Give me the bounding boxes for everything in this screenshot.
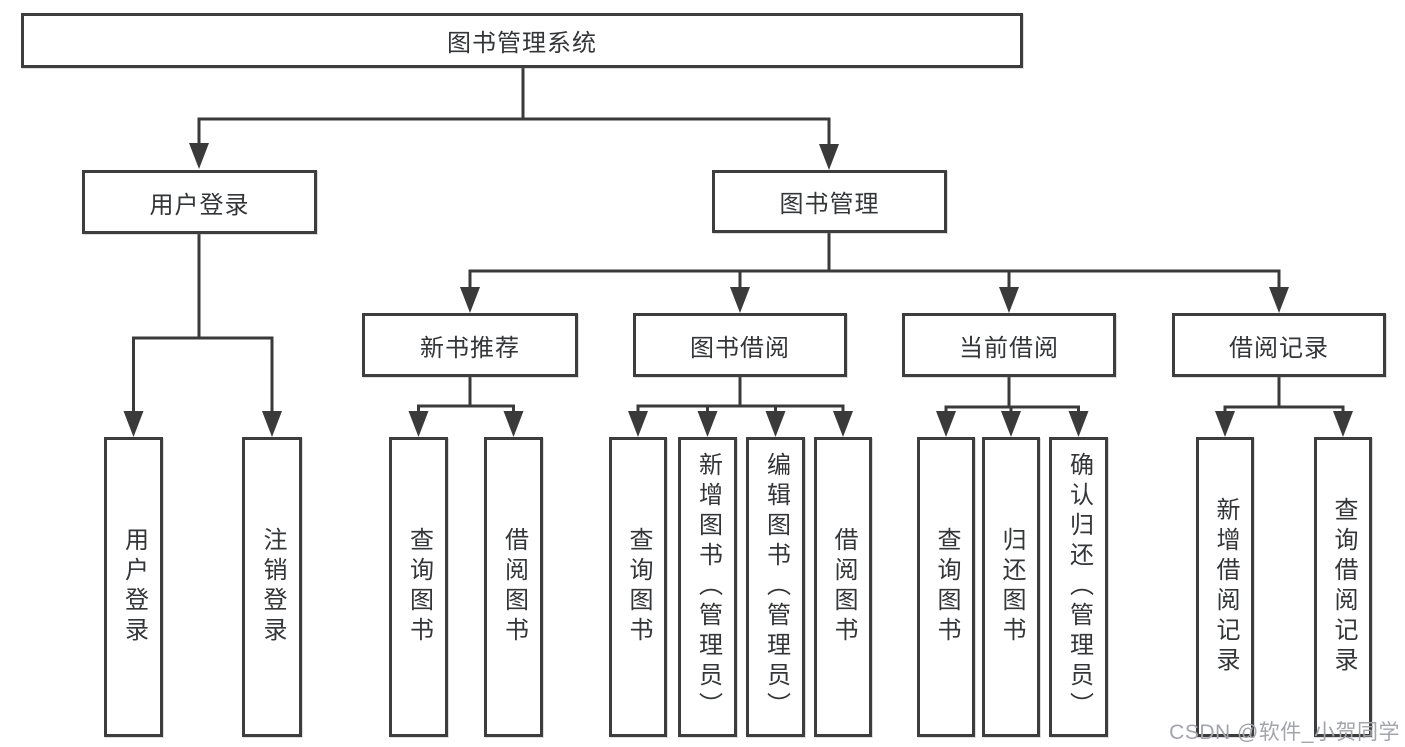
leaf-confirm-return-admin: 确认归还（管理员） bbox=[1049, 437, 1108, 737]
connector-currentborrow-to-leaves bbox=[944, 377, 1080, 413]
leaf-query-borrowing-record: 查询借阅记录 bbox=[1314, 437, 1372, 737]
leaf-label: 借阅图书 bbox=[830, 527, 857, 647]
connector-userlogin-to-leaves bbox=[132, 234, 274, 413]
leaf-label: 查询借阅记录 bbox=[1330, 497, 1357, 677]
node-book-borrowing: 图书借阅 bbox=[633, 313, 847, 377]
leaf-edit-books-admin: 编辑图书（管理员） bbox=[746, 437, 805, 737]
leaf-label: 借阅图书 bbox=[500, 527, 528, 647]
connector-root-to-level2 bbox=[197, 68, 831, 148]
node-current-borrowing: 当前借阅 bbox=[902, 313, 1116, 377]
leaf-label: 查询图书 bbox=[625, 527, 652, 647]
node-user-login: 用户登录 bbox=[82, 170, 317, 234]
arrowhead bbox=[503, 411, 524, 437]
arrowhead bbox=[262, 411, 282, 437]
leaf-borrow-books-recommend: 借阅图书 bbox=[484, 437, 543, 737]
arrowhead bbox=[189, 143, 209, 169]
leaf-label: 新增图书（管理员） bbox=[694, 452, 722, 722]
leaf-query-books-borrow: 查询图书 bbox=[609, 437, 667, 737]
arrowhead bbox=[833, 411, 853, 437]
arrowhead bbox=[1068, 411, 1089, 437]
connector-bookborrow-to-leaves bbox=[636, 377, 845, 413]
arrowhead bbox=[408, 411, 429, 437]
arrowhead bbox=[697, 411, 718, 437]
arrowhead bbox=[460, 287, 480, 313]
arrowhead bbox=[1269, 287, 1289, 313]
leaf-label: 用户登录 bbox=[120, 527, 148, 647]
arrowhead bbox=[628, 411, 648, 437]
leaf-borrow-books: 借阅图书 bbox=[814, 437, 872, 737]
leaf-label: 新增借阅记录 bbox=[1212, 497, 1239, 677]
arrowhead bbox=[999, 287, 1019, 313]
node-library-management-system: 图书管理系统 bbox=[21, 13, 1023, 68]
arrowhead bbox=[936, 411, 956, 437]
leaf-query-books-recommend: 查询图书 bbox=[389, 437, 448, 737]
node-new-book-recommendation: 新书推荐 bbox=[362, 313, 578, 377]
connector-records-to-leaves bbox=[1223, 377, 1345, 413]
arrowhead bbox=[730, 287, 750, 313]
leaf-label: 编辑图书（管理员） bbox=[762, 452, 790, 722]
connector-bookmgmt-to-level3 bbox=[468, 233, 1281, 289]
node-borrowing-records: 借阅记录 bbox=[1172, 313, 1386, 377]
node-book-management: 图书管理 bbox=[712, 170, 947, 233]
arrowhead bbox=[765, 411, 786, 437]
csdn-watermark: CSDN @软件_小贺同学 bbox=[1169, 721, 1400, 744]
leaf-add-borrowing-record: 新增借阅记录 bbox=[1196, 437, 1254, 737]
leaf-return-books: 归还图书 bbox=[982, 437, 1040, 737]
arrowhead bbox=[1333, 411, 1353, 437]
leaf-user-login: 用户登录 bbox=[104, 437, 163, 737]
arrowhead bbox=[819, 144, 839, 170]
leaf-label: 查询图书 bbox=[933, 527, 960, 647]
arrowhead bbox=[1001, 411, 1021, 437]
leaf-label: 归还图书 bbox=[998, 527, 1025, 647]
leaf-label: 查询图书 bbox=[405, 527, 433, 647]
leaf-label: 确认归还（管理员） bbox=[1065, 452, 1093, 722]
leaf-add-books-admin: 新增图书（管理员） bbox=[678, 437, 737, 737]
arrowhead bbox=[1215, 411, 1235, 437]
leaf-logout: 注销登录 bbox=[242, 437, 302, 737]
leaf-label: 注销登录 bbox=[259, 527, 286, 647]
connector-newbooks-to-leaves bbox=[417, 377, 515, 413]
arrowhead bbox=[123, 411, 144, 437]
leaf-query-books-current: 查询图书 bbox=[917, 437, 975, 737]
